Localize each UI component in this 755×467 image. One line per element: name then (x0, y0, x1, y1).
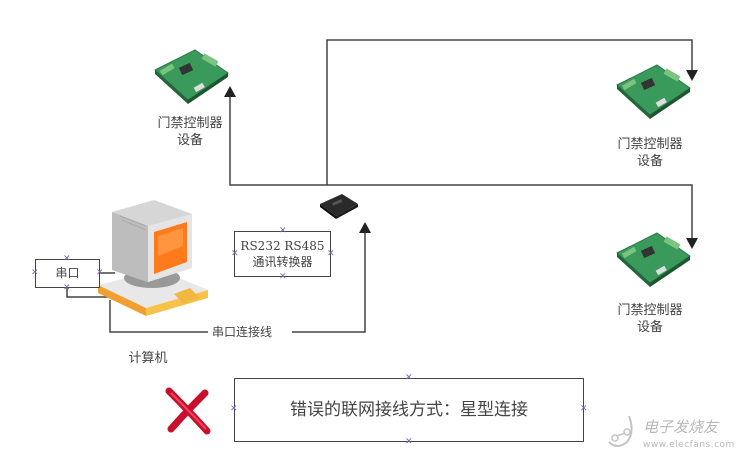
label-line: 设备 (636, 320, 663, 335)
controller-label-bottom-right: 门禁控制器 设备 (605, 302, 695, 336)
resize-handle: ✕ (230, 404, 238, 414)
serial-cable-label: 串口连接线 (212, 325, 273, 339)
resize-handle: ✕ (327, 249, 335, 259)
computer (90, 190, 220, 325)
controller-label-top-right: 门禁控制器 设备 (605, 136, 695, 170)
resize-handle: ✕ (96, 268, 104, 278)
watermark: 电子发烧友 www.elecfans.com (605, 410, 755, 460)
watermark-logo-icon (608, 415, 633, 447)
resize-handle: ✕ (63, 254, 71, 264)
circuit-board-icon (616, 64, 691, 119)
resize-handle: ✕ (279, 226, 287, 236)
controller-board-top-left (150, 45, 230, 105)
label-line: RS232 RS485 (240, 239, 325, 253)
label-line: 门禁控制器 (157, 116, 223, 131)
circuit-board-icon (616, 232, 691, 287)
converter-label: RS232 RS485 通讯转换器 (235, 238, 330, 270)
watermark-brand: 电子发烧友 (643, 418, 719, 436)
label-line: 设备 (176, 133, 203, 148)
controller-label-top-left: 门禁控制器 设备 (145, 115, 235, 149)
resize-handle: ✕ (405, 373, 413, 383)
resize-handle: ✕ (31, 268, 39, 278)
computer-label: 计算机 (128, 351, 168, 366)
resize-handle: ✕ (279, 272, 287, 282)
label-line: 门禁控制器 (617, 137, 683, 152)
serial-port-box: 串口 (35, 259, 100, 288)
converter-label-box: RS232 RS485 通讯转换器 (234, 231, 331, 277)
caption-text: 错误的联网接线方式：星型连接 (290, 400, 528, 420)
resize-handle: ✕ (63, 283, 71, 293)
resize-handle: ✕ (580, 404, 588, 414)
resize-handle: ✕ (231, 249, 239, 259)
controller-board-top-right (612, 60, 692, 120)
circuit-board-icon (154, 49, 229, 104)
converter-icon (320, 194, 358, 219)
wrong-mark-icon (163, 385, 213, 435)
resize-handle: ✕ (405, 437, 413, 447)
label-line: 设备 (636, 154, 663, 169)
serial-port-label: 串口 (55, 266, 80, 280)
label-line: 通讯转换器 (252, 255, 313, 269)
watermark-url: www.elecfans.com (643, 440, 735, 450)
computer-icon (98, 200, 208, 316)
controller-board-bottom-right (612, 228, 692, 288)
caption-box: 错误的联网接线方式：星型连接 (234, 378, 584, 442)
label-line: 门禁控制器 (617, 303, 683, 318)
converter-device (318, 192, 360, 220)
